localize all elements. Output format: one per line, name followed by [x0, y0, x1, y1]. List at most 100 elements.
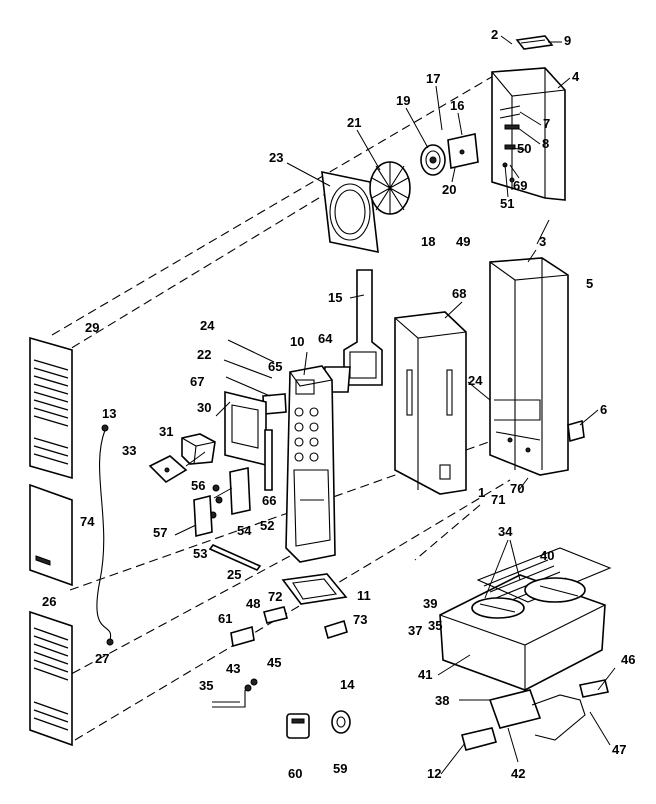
callout-69: 69: [513, 178, 527, 193]
callout-16: 16: [450, 98, 464, 113]
callout-30: 30: [197, 400, 211, 415]
callout-9: 9: [564, 33, 571, 48]
callout-2: 2: [491, 27, 498, 42]
callout-61: 61: [218, 611, 232, 626]
rod-part-25: [208, 544, 262, 571]
callout-42: 42: [511, 766, 525, 781]
callout-56: 56: [191, 478, 205, 493]
callout-45: 45: [267, 655, 281, 670]
callout-48: 48: [246, 596, 260, 611]
callout-25: 25: [227, 567, 241, 582]
callout-21: 21: [347, 115, 361, 130]
callout-39: 39: [423, 596, 437, 611]
callout-24b: 24: [468, 373, 483, 388]
heat-exchanger-part-68: [394, 311, 467, 495]
callout-18: 18: [421, 234, 435, 249]
burner-assembly: [439, 547, 612, 751]
callout-6: 6: [600, 402, 607, 417]
callout-31: 31: [159, 424, 173, 439]
callout-47: 47: [612, 742, 626, 757]
callout-14: 14: [340, 677, 355, 692]
switch-part-33: [148, 455, 188, 484]
callout-72: 72: [268, 589, 282, 604]
callout-17: 17: [426, 71, 440, 86]
block-part-52: [229, 467, 251, 515]
callout-3: 3: [539, 234, 546, 249]
callout-4: 4: [572, 69, 580, 84]
callout-60: 60: [288, 766, 302, 781]
callout-40: 40: [540, 548, 554, 563]
callout-12: 12: [427, 766, 441, 781]
callout-46: 46: [621, 652, 635, 667]
callout-37: 37: [408, 623, 422, 638]
callout-64: 64: [318, 331, 333, 346]
panel-part-30: [224, 390, 267, 467]
callout-41: 41: [418, 667, 432, 682]
upper-cabinet-part-4: [491, 67, 566, 201]
callout-68: 68: [452, 286, 466, 301]
box-part-31: [181, 433, 216, 465]
fan-blower-wheel-part-21: [369, 161, 411, 215]
callout-10: 10: [290, 334, 304, 349]
callout-51: 51: [500, 196, 514, 211]
flue-part-15: [343, 269, 383, 386]
callout-38: 38: [435, 693, 449, 708]
switch-part-48: [263, 606, 288, 624]
callout-73: 73: [353, 612, 367, 627]
callout-19: 19: [396, 93, 410, 108]
strip-part-66: [264, 429, 273, 491]
callout-20: 20: [442, 182, 456, 197]
callout-8: 8: [542, 136, 549, 151]
callout-7: 7: [543, 116, 550, 131]
bracket-part-61: [230, 625, 255, 648]
callout-54: 54: [237, 523, 252, 538]
callout-59: 59: [333, 761, 347, 776]
callout-33: 33: [122, 443, 136, 458]
part-callouts: 2 9 4 17 19 16 7 8 21 50 23 20 69 51 3 1…: [42, 27, 635, 781]
callout-67: 67: [190, 374, 204, 389]
cover-plate-part-9: [515, 35, 554, 50]
callout-34: 34: [498, 524, 513, 539]
callout-43: 43: [226, 661, 240, 676]
callout-24: 24: [200, 318, 215, 333]
lower-grille-part-27: [29, 610, 73, 747]
control-panel-part-10: [285, 365, 336, 563]
callout-15: 15: [328, 290, 342, 305]
bracket-part-73: [324, 619, 348, 640]
valve-part-60: [286, 713, 310, 739]
door-panel-part-26: [29, 483, 73, 587]
callout-5: 5: [586, 276, 593, 291]
plate-part-57: [193, 494, 213, 538]
callout-65: 65: [268, 359, 282, 374]
fan-housing-part-23: [321, 170, 379, 254]
callout-26: 26: [42, 594, 56, 609]
thermocouple-part-35-43-45: [212, 678, 258, 708]
callout-66: 66: [262, 493, 276, 508]
callout-50: 50: [517, 141, 531, 156]
lower-cabinet-part-5: [489, 257, 569, 476]
callout-35b: 35: [199, 678, 213, 693]
callout-71: 71: [491, 492, 505, 507]
screws-part-54-56: [209, 484, 223, 519]
callout-23: 23: [269, 150, 283, 165]
small-plate-part-6: [567, 419, 585, 443]
rods-part-22-24-67: [223, 339, 275, 397]
callout-27: 27: [95, 651, 109, 666]
callout-57: 57: [153, 525, 167, 540]
knob-part-59: [331, 710, 351, 734]
callout-70: 70: [510, 481, 524, 496]
wire-part-74: [96, 424, 114, 646]
leader-lines: [174, 35, 616, 775]
callout-29: 29: [85, 320, 99, 335]
callout-49: 49: [456, 234, 470, 249]
mount-bracket-part-20: [447, 133, 479, 169]
callout-52: 52: [260, 518, 274, 533]
tray-part-11: [281, 573, 348, 605]
callout-11: 11: [357, 588, 371, 603]
callout-1: 1: [478, 485, 485, 500]
callout-13: 13: [102, 406, 116, 421]
callout-74: 74: [80, 514, 95, 529]
callout-53: 53: [193, 546, 207, 561]
callout-35: 35: [428, 618, 442, 633]
